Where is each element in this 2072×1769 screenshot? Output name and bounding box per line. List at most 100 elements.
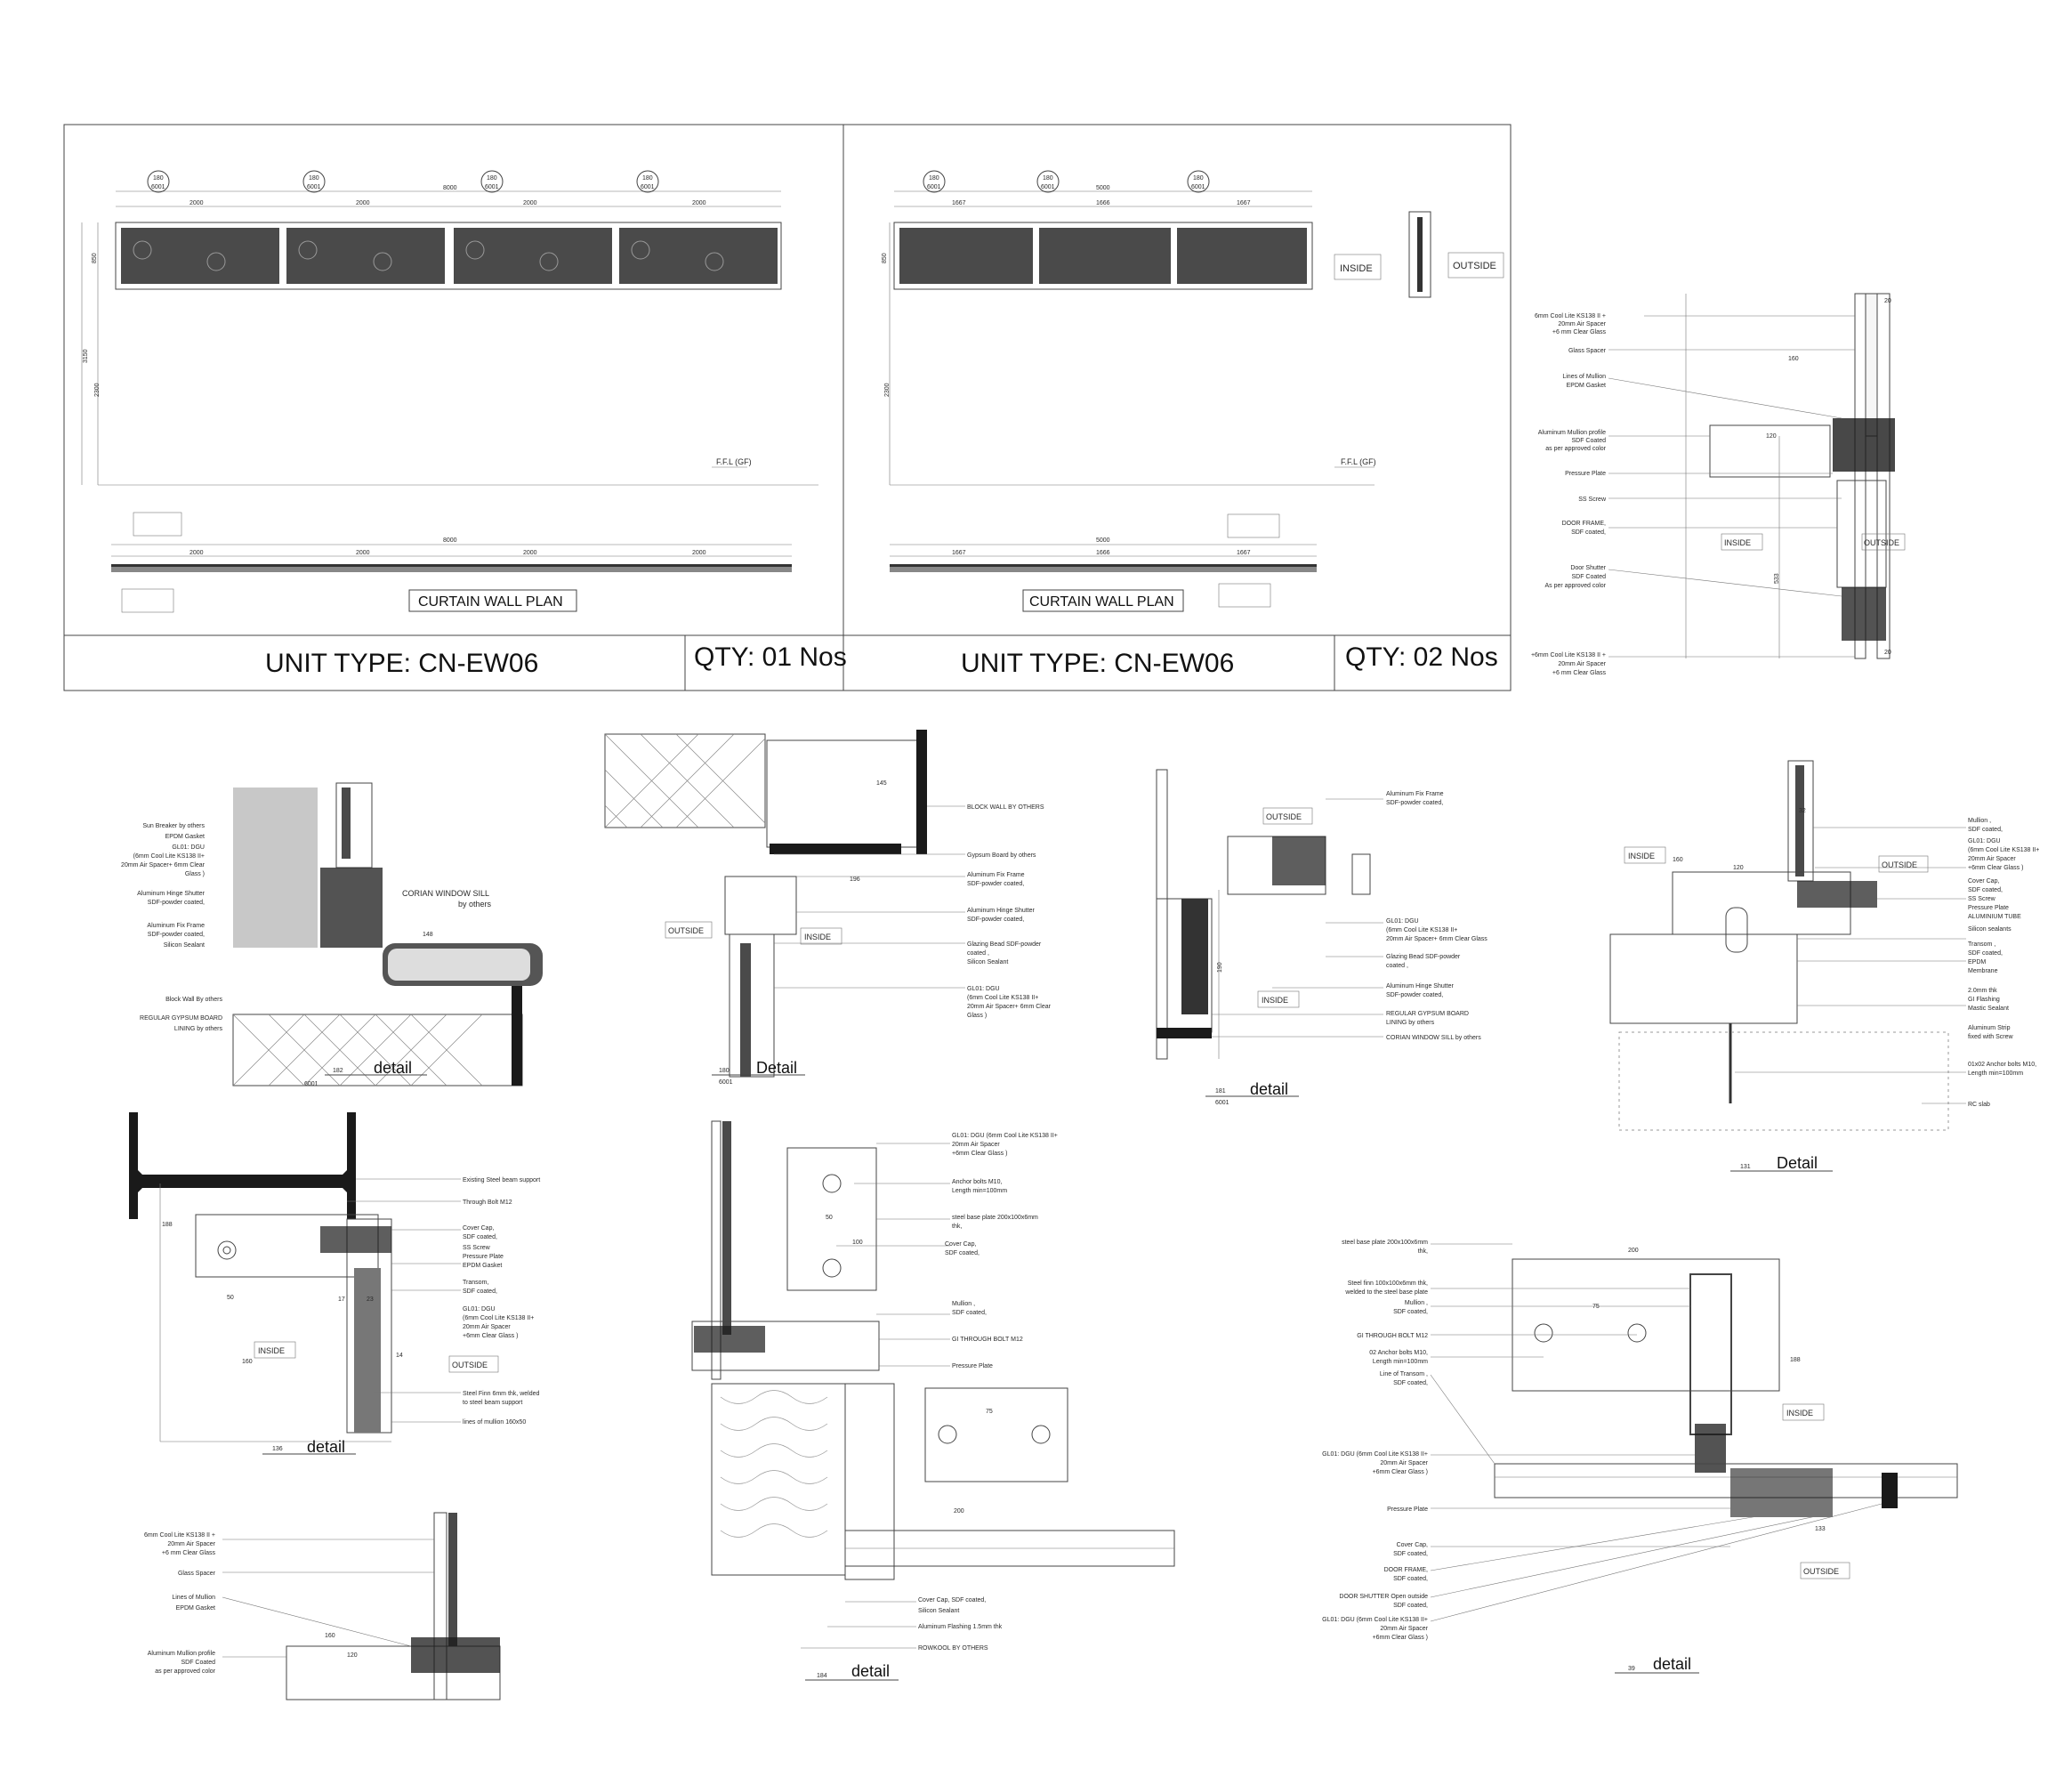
- detail-tag: 184: [817, 1673, 827, 1679]
- label: SDF coated,: [1393, 1603, 1428, 1609]
- tag-num: 180: [1193, 175, 1204, 182]
- dim: 160: [1788, 356, 1799, 362]
- elevation-2: 5000 1667 1666 1667 180 6001 180 6001 18…: [882, 170, 1504, 678]
- sill-label: by others: [458, 900, 492, 909]
- label: coated ,: [967, 950, 989, 957]
- label: GL01: DGU (6mm Cool Lite KS138 II+: [1322, 1451, 1428, 1458]
- label: 20mm Air Spacer: [1380, 1460, 1428, 1466]
- label: Door Shutter: [1570, 565, 1606, 571]
- label: Silicon Sealant: [967, 959, 1008, 965]
- label: Block Wall By others: [165, 997, 222, 1003]
- tag-ref: 6001: [1191, 184, 1205, 190]
- label: Existing Steel beam support: [463, 1177, 540, 1183]
- label: Glass ): [185, 871, 205, 877]
- label: to steel beam support: [463, 1400, 522, 1406]
- detail-tag: 180: [719, 1068, 730, 1074]
- detail-136: 188 50 160 17 23 14 INSIDE OUTSIDE Exist…: [129, 1112, 540, 1456]
- tag-ref: 6001: [927, 184, 941, 190]
- dim: 120: [1733, 865, 1744, 871]
- label: Glass ): [967, 1013, 987, 1019]
- label: GL01: DGU: [463, 1306, 496, 1313]
- label: (6mm Cool Lite KS138 II+: [1968, 847, 2039, 853]
- label: SDF coated,: [1393, 1380, 1428, 1386]
- label: Aluminum Fix Frame: [1386, 791, 1444, 797]
- dim: 14: [396, 1353, 403, 1359]
- label: Steel Finn 6mm thk, welded: [463, 1391, 539, 1397]
- label: GL01: DGU: [1386, 918, 1419, 925]
- label: Mullion ,: [1968, 818, 1991, 824]
- overall-dim-2: 5000: [1096, 185, 1110, 191]
- detail-tag: 136: [272, 1446, 283, 1452]
- label: +6mm Cool Lite KS138 II +: [1531, 652, 1606, 658]
- height-top: 850: [92, 253, 98, 263]
- label: Mullion ,: [1405, 1300, 1428, 1306]
- detail-ref: 6001: [719, 1079, 733, 1086]
- label: ALUMINIUM TUBE: [1968, 914, 2021, 920]
- dim: 190: [1217, 962, 1223, 973]
- label: Aluminum Hinge Shutter: [137, 891, 206, 897]
- inside-label: INSIDE: [1786, 1409, 1813, 1418]
- dim: 188: [1790, 1357, 1801, 1363]
- label: +6 mm Clear Glass: [1552, 329, 1607, 335]
- label: SS Screw: [1968, 896, 1996, 902]
- label: Mastic Sealant: [1968, 1006, 2009, 1012]
- detail-title: detail: [1653, 1655, 1691, 1673]
- label: SDF-powder coated,: [148, 932, 205, 938]
- label: SDF coated,: [1968, 887, 2003, 893]
- plan-overall-dim-2: 5000: [1096, 537, 1110, 544]
- height-bottom: 2300: [94, 383, 101, 397]
- plan-bay-dim: 2000: [692, 550, 706, 556]
- dim: 533: [1774, 573, 1780, 584]
- label: Glass Spacer: [1568, 348, 1607, 354]
- label: Cover Cap, SDF coated,: [918, 1597, 986, 1603]
- dim: 200: [954, 1508, 964, 1515]
- dim: 160: [325, 1633, 335, 1639]
- label: Aluminum Mullion profile: [1538, 430, 1606, 436]
- label: SDF coated,: [1393, 1551, 1428, 1557]
- mullion-detail: 160 120 6mm Cool Lite KS138 II + 20mm Ai…: [144, 1512, 501, 1700]
- dim: 75: [1592, 1304, 1600, 1310]
- label: +6 mm Clear Glass: [1552, 670, 1607, 676]
- label: Lines of Mullion: [172, 1595, 215, 1601]
- label: Length min=100mm: [1968, 1070, 2023, 1077]
- ffl-label-2: F.F.L (GF): [1341, 457, 1376, 466]
- plan-bay-dim: 2000: [189, 550, 204, 556]
- label: welded to the steel base plate: [1344, 1289, 1428, 1296]
- label: Lines of Mullion: [1562, 374, 1606, 380]
- elevation-sheet-frame: [63, 124, 1512, 691]
- tag-num: 180: [642, 175, 653, 182]
- detail-181: 190 OUTSIDE INSIDE Aluminum Fix Frame SD…: [1156, 769, 1487, 1106]
- door-detail: 533 160 120 20 20 INSIDE OUTSIDE 6mm Coo…: [1531, 293, 1906, 676]
- label: 6mm Cool Lite KS138 II +: [1535, 313, 1606, 319]
- dim: 23: [367, 1296, 374, 1303]
- dim: 32: [1799, 808, 1806, 814]
- dim: 17: [338, 1296, 345, 1303]
- label: Silicon Sealant: [918, 1608, 959, 1614]
- tag-num: 180: [1043, 175, 1053, 182]
- dim: 75: [986, 1409, 993, 1415]
- label: 6mm Cool Lite KS138 II +: [144, 1532, 215, 1539]
- section-tag: 180 6001 180 6001 180 6001: [923, 170, 1210, 193]
- label: GL01: DGU (6mm Cool Lite KS138 II+: [952, 1133, 1058, 1139]
- plan-bay-dim: 1666: [1096, 550, 1110, 556]
- label: Aluminum Mullion profile: [148, 1651, 215, 1657]
- plan-overall-dim: 8000: [443, 537, 457, 544]
- label: Mullion ,: [952, 1301, 975, 1307]
- tag-ref: 6001: [1041, 184, 1055, 190]
- label: Silicon Sealant: [164, 942, 205, 949]
- dim: 133: [1815, 1526, 1826, 1532]
- label: SDF Coated: [1571, 438, 1606, 444]
- dim: 20: [1884, 650, 1891, 656]
- label: Membrane: [1968, 968, 1998, 974]
- inside-label: INSIDE: [1262, 996, 1288, 1005]
- label: 20mm Air Spacer: [167, 1541, 215, 1547]
- label: SDF-powder coated,: [1386, 992, 1443, 998]
- label: REGULAR GYPSUM BOARD: [140, 1015, 222, 1022]
- label: Length min=100mm: [952, 1188, 1007, 1194]
- dim: 160: [242, 1359, 253, 1365]
- label: GI THROUGH BOLT M12: [952, 1337, 1023, 1343]
- dim: 50: [826, 1215, 833, 1221]
- detail-tag: 131: [1740, 1164, 1751, 1170]
- inside-label: INSIDE: [1340, 263, 1373, 274]
